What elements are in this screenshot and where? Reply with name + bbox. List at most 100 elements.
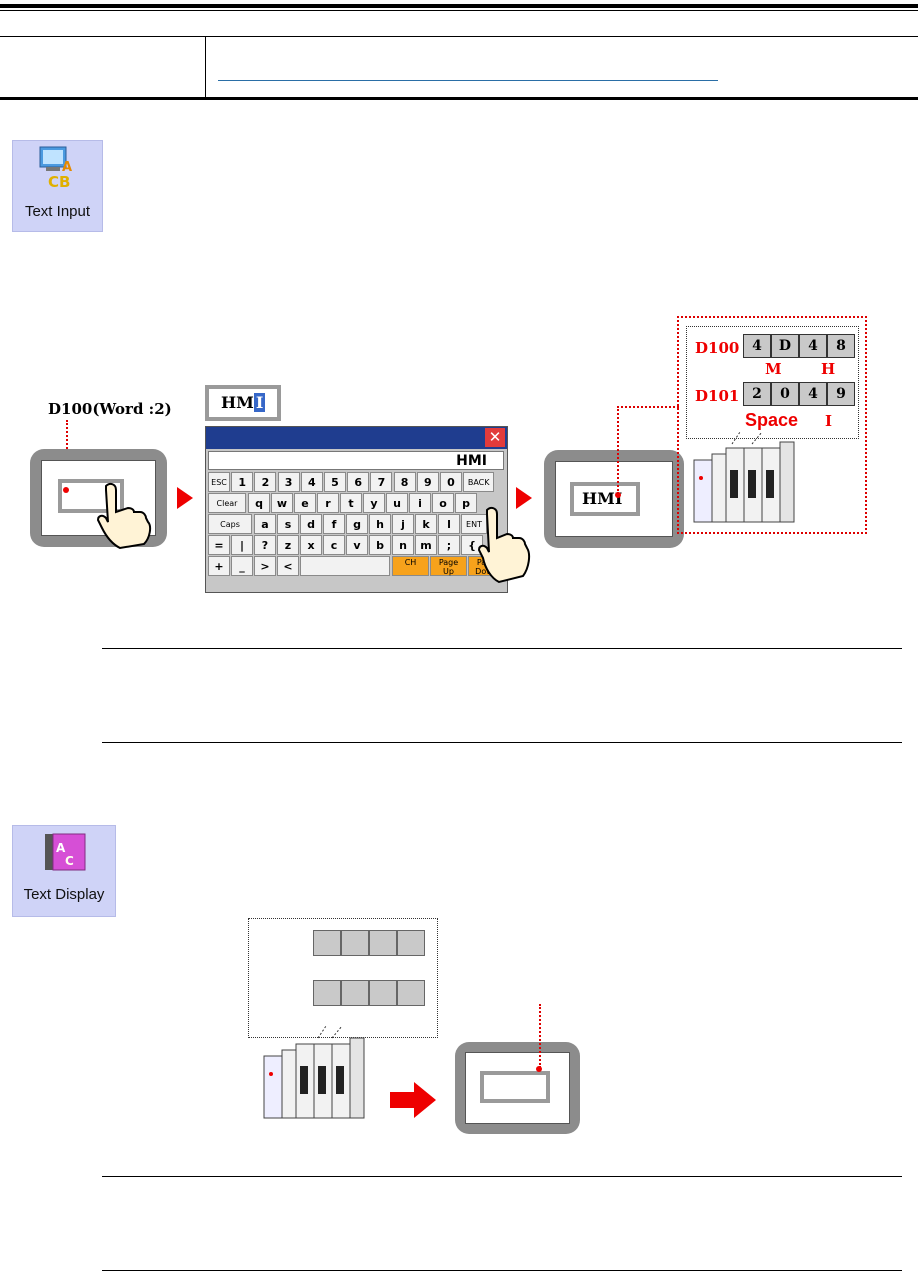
key[interactable]: Clear xyxy=(208,493,246,513)
svg-text:A: A xyxy=(62,160,72,175)
key[interactable]: n xyxy=(392,535,414,555)
key[interactable]: 2 xyxy=(254,472,277,492)
key[interactable]: { xyxy=(461,535,483,555)
key[interactable]: t xyxy=(340,493,362,513)
key[interactable]: o xyxy=(432,493,454,513)
key[interactable]: ESC xyxy=(208,472,230,492)
key[interactable]: x xyxy=(300,535,322,555)
text-input-icon: A CB xyxy=(39,146,72,189)
memory-callout-red xyxy=(677,316,867,534)
text-input-tool-icon[interactable]: A CB Text Input xyxy=(12,140,103,232)
register-d100-cells: 4 D 4 8 xyxy=(743,334,855,358)
display-memory-box xyxy=(248,918,438,1038)
key[interactable]: g xyxy=(346,514,368,534)
key[interactable]: a xyxy=(254,514,276,534)
result-leader-horizontal xyxy=(617,406,679,408)
key[interactable]: 3 xyxy=(277,472,300,492)
key[interactable]: p xyxy=(455,493,477,513)
char-label: H xyxy=(821,360,836,378)
key[interactable]: Page Up xyxy=(430,556,467,576)
key[interactable]: = xyxy=(208,535,230,555)
svg-text:C: C xyxy=(65,854,74,868)
memory-cell: 9 xyxy=(827,382,855,406)
key[interactable]: j xyxy=(392,514,414,534)
memory-cell xyxy=(369,930,397,956)
key[interactable]: 4 xyxy=(300,472,323,492)
key[interactable]: CH xyxy=(392,556,429,576)
key[interactable]: v xyxy=(346,535,368,555)
memory-cell xyxy=(313,980,341,1006)
hmi-screen-after: HMI xyxy=(555,461,673,537)
empty-cells-row-2 xyxy=(313,980,425,1006)
memory-cell: 0 xyxy=(771,382,799,406)
section-rule xyxy=(102,742,902,743)
key[interactable]: > xyxy=(254,556,276,576)
display-leader-line xyxy=(539,1004,541,1068)
key[interactable]: d xyxy=(300,514,322,534)
header-divider xyxy=(205,36,206,100)
key[interactable]: q xyxy=(248,493,270,513)
text-display-tool-icon[interactable]: A C Text Display xyxy=(12,825,116,917)
key[interactable]: l xyxy=(438,514,460,534)
key[interactable]: s xyxy=(277,514,299,534)
key[interactable]: z xyxy=(277,535,299,555)
key[interactable]: 8 xyxy=(393,472,416,492)
key[interactable]: 1 xyxy=(231,472,254,492)
memory-cell xyxy=(341,980,369,1006)
keyboard-title-bar: ✕ xyxy=(206,427,507,449)
key[interactable]: 0 xyxy=(440,472,462,492)
device-address-label: D100(Word :2) xyxy=(48,400,172,418)
memory-cell: 4 xyxy=(799,382,827,406)
key[interactable]: h xyxy=(369,514,391,534)
key[interactable]: 9 xyxy=(416,472,439,492)
key[interactable]: f xyxy=(323,514,345,534)
space-key[interactable] xyxy=(300,556,390,576)
key[interactable]: m xyxy=(415,535,437,555)
key[interactable]: k xyxy=(415,514,437,534)
key[interactable]: r xyxy=(317,493,339,513)
register-d101-cells: 2 0 4 9 xyxy=(743,382,855,406)
key[interactable]: w xyxy=(271,493,293,513)
key[interactable]: ? xyxy=(254,535,276,555)
key[interactable]: | xyxy=(231,535,253,555)
key[interactable]: 6 xyxy=(347,472,370,492)
key[interactable]: + xyxy=(208,556,230,576)
text-display-icon: A C xyxy=(45,833,86,871)
header-table xyxy=(0,36,918,100)
key[interactable]: 7 xyxy=(370,472,393,492)
key[interactable]: BACK xyxy=(463,472,495,492)
key[interactable]: ; xyxy=(438,535,460,555)
key[interactable]: Caps xyxy=(208,514,252,534)
flow-arrow-2 xyxy=(516,487,532,509)
header-link-underline[interactable] xyxy=(218,80,718,81)
key[interactable]: c xyxy=(323,535,345,555)
memory-table-box: D100 4 D 4 8 M H D101 2 0 4 9 Space I xyxy=(686,326,859,439)
key[interactable]: _ xyxy=(231,556,253,576)
section-rule xyxy=(102,648,902,649)
text-input-icon-label: Text Input xyxy=(24,203,91,220)
key[interactable]: y xyxy=(363,493,385,513)
section-rule xyxy=(102,1270,902,1271)
text-display-object xyxy=(480,1071,550,1103)
key[interactable]: < xyxy=(277,556,299,576)
hmi-screen-display xyxy=(465,1052,570,1124)
plc-device-icon-2 xyxy=(263,1025,365,1119)
section-rule xyxy=(102,1176,902,1177)
key[interactable]: b xyxy=(369,535,391,555)
key[interactable]: ENT xyxy=(461,514,487,534)
char-label: I xyxy=(825,412,833,430)
memory-cell: D xyxy=(771,334,799,358)
key[interactable]: i xyxy=(409,493,431,513)
register-d100-label: D100 xyxy=(695,339,740,357)
display-marker-dot xyxy=(536,1066,542,1072)
key[interactable]: 5 xyxy=(324,472,346,492)
key[interactable]: e xyxy=(294,493,316,513)
text-display-icon-label: Text Display xyxy=(23,886,105,903)
key[interactable]: u xyxy=(386,493,408,513)
memory-cell xyxy=(341,930,369,956)
keyboard-close-button[interactable]: ✕ xyxy=(485,428,505,447)
address-marker-dot xyxy=(63,487,69,493)
memory-cell: 2 xyxy=(743,382,771,406)
memory-cell xyxy=(313,930,341,956)
